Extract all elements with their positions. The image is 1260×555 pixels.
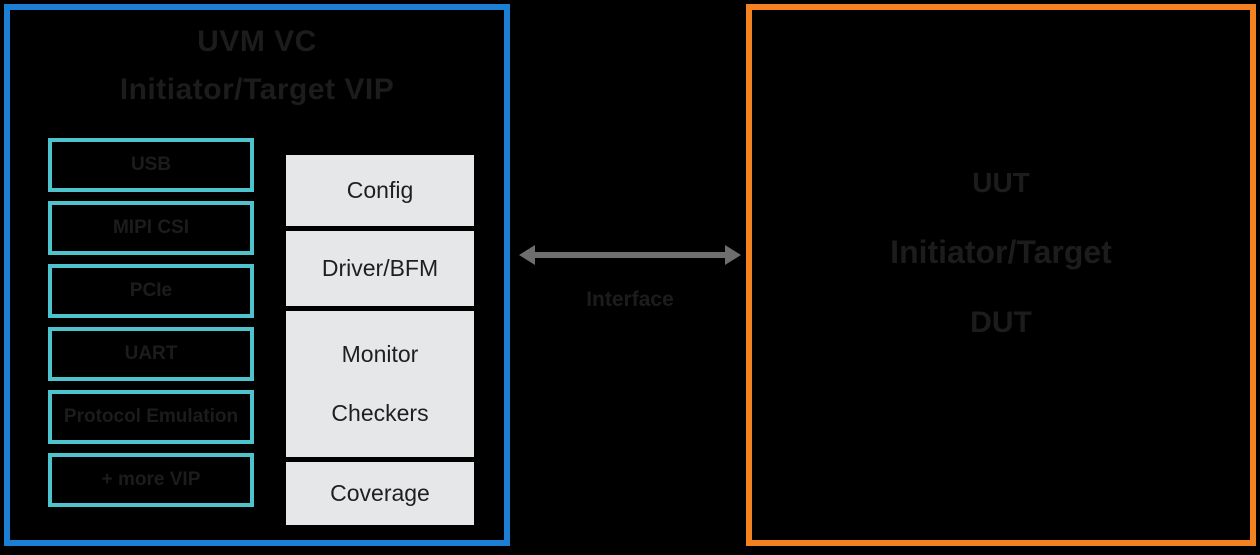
- dut-line-2: Initiator/Target: [890, 234, 1112, 270]
- component-monitor-checkers[interactable]: Monitor Checkers: [286, 311, 474, 457]
- protocol-item-mipi-csi[interactable]: MIPI CSI: [48, 201, 254, 255]
- component-checkers-label: Checkers: [331, 399, 429, 426]
- protocol-item-protocol-emulation[interactable]: Protocol Emulation: [48, 390, 254, 444]
- vip-title: UVM VC: [197, 25, 317, 58]
- component-driver-bfm-label: Driver/BFM: [321, 254, 439, 281]
- component-monitor-label: Monitor: [341, 340, 419, 367]
- vip-subtitle: Initiator/Target VIP: [119, 73, 395, 106]
- protocol-list: USB MIPI CSI PCIe UART Protocol Emulatio…: [48, 138, 254, 507]
- arrow-right-icon: [725, 245, 741, 265]
- component-list: Config Driver/BFM Monitor Checkers Cover…: [286, 155, 474, 525]
- protocol-item-more-vip[interactable]: + more VIP: [48, 453, 254, 507]
- vip-panel: UVM VC Initiator/Target VIP USB MIPI CSI…: [4, 4, 510, 546]
- dut-panel: UUT Initiator/Target DUT: [746, 4, 1256, 546]
- connector-label: Interface: [586, 288, 674, 311]
- protocol-item-usb[interactable]: USB: [48, 138, 254, 192]
- arrow-left-icon: [519, 245, 535, 265]
- connector: [515, 235, 745, 275]
- dut-text-block: UUT Initiator/Target DUT: [752, 165, 1250, 342]
- protocol-item-pcie[interactable]: PCIe: [48, 264, 254, 318]
- component-driver-bfm[interactable]: Driver/BFM: [286, 231, 474, 306]
- dut-line-3: DUT: [970, 306, 1032, 339]
- dut-line-1: UUT: [972, 167, 1030, 198]
- connector-line: [529, 252, 731, 258]
- component-config-label: Config: [346, 176, 414, 203]
- protocol-item-uart[interactable]: UART: [48, 327, 254, 381]
- component-coverage[interactable]: Coverage: [286, 462, 474, 525]
- component-coverage-label: Coverage: [330, 479, 430, 506]
- component-config[interactable]: Config: [286, 155, 474, 226]
